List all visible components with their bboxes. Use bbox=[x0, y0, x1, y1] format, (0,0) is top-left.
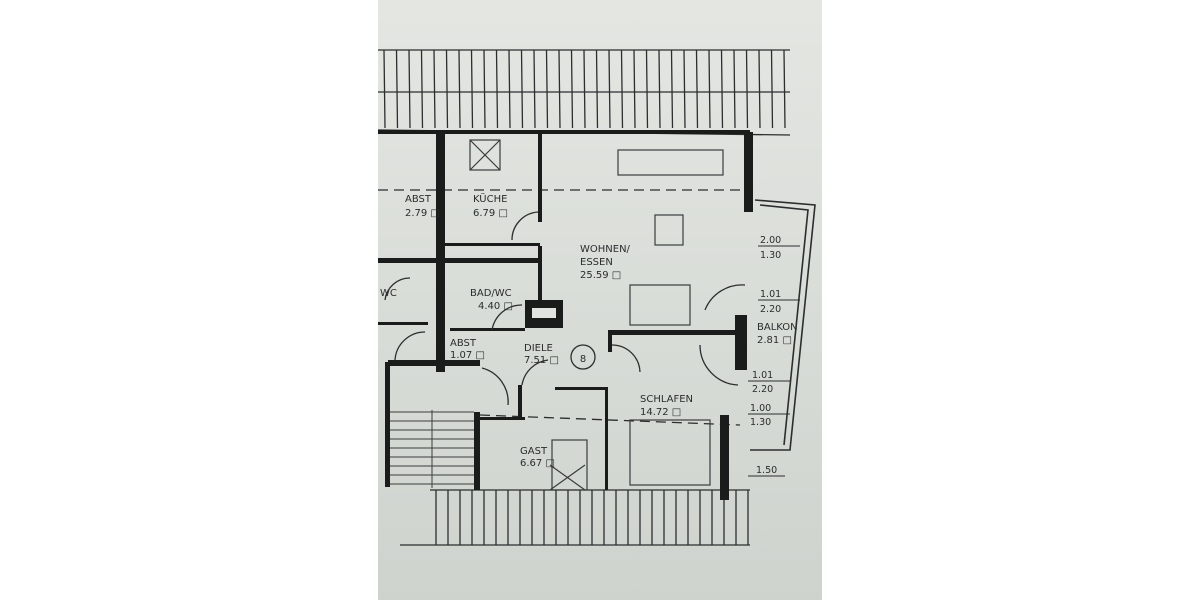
unit-number: 8 bbox=[580, 354, 586, 365]
unit-number-marker: 8 bbox=[570, 344, 596, 370]
room-wohnen-area: 25.59 □ bbox=[580, 270, 621, 281]
dim-balcony-depth: 1.50 bbox=[756, 465, 777, 476]
dimension-labels bbox=[748, 245, 800, 477]
room-balkon-area: 2.81 □ bbox=[757, 335, 792, 346]
dim-window-1-height: 1.30 bbox=[760, 250, 781, 261]
room-diele-area: 7.51 □ bbox=[524, 355, 559, 366]
room-wc-name: WC bbox=[380, 288, 397, 299]
dim-door-2-width: 1.01 bbox=[752, 370, 773, 381]
dim-door-1-width: 1.01 bbox=[760, 289, 781, 300]
room-diele-name: DIELE bbox=[524, 343, 553, 354]
room-schlafen-name: SCHLAFEN bbox=[640, 394, 693, 405]
roof-hatching-bottom bbox=[400, 489, 750, 546]
walls bbox=[378, 130, 753, 500]
room-abst-2-name: ABST bbox=[450, 338, 477, 349]
roof-hatching-top bbox=[377, 49, 791, 136]
room-kueche-name: KÜCHE bbox=[473, 192, 507, 205]
dim-door-2-height: 2.20 bbox=[752, 384, 773, 395]
dim-window-1-width: 2.00 bbox=[760, 235, 781, 246]
stairs bbox=[390, 410, 474, 488]
room-gast-area: 6.67 □ bbox=[520, 458, 555, 469]
dim-window-2-width: 1.00 bbox=[750, 403, 771, 414]
room-wohnen-name: WOHNEN/ bbox=[580, 244, 631, 255]
room-abst-1-name: ABST bbox=[405, 194, 432, 205]
room-gast-name: GAST bbox=[520, 446, 548, 457]
balcony-outline bbox=[750, 199, 816, 451]
room-bad-name: BAD/WC bbox=[470, 288, 512, 299]
room-balkon-name: BALKON bbox=[757, 322, 798, 333]
room-labels: ABST 2.79 □ KÜCHE 6.79 □ WOHNEN/ ESSEN 2… bbox=[380, 192, 798, 469]
furniture bbox=[469, 139, 724, 491]
room-schlafen-area: 14.72 □ bbox=[640, 407, 681, 418]
room-kueche-area: 6.79 □ bbox=[473, 208, 508, 219]
door-swings bbox=[384, 211, 746, 406]
room-essen-name: ESSEN bbox=[580, 257, 613, 268]
dim-door-1-height: 2.20 bbox=[760, 304, 781, 315]
room-bad-area: 4.40 □ bbox=[478, 301, 513, 312]
dim-window-2-height: 1.30 bbox=[750, 417, 771, 428]
chimney-opening bbox=[532, 308, 556, 318]
dashed-roof-line bbox=[378, 189, 750, 426]
room-abst-1-area: 2.79 □ bbox=[405, 208, 440, 219]
room-abst-2-area: 1.07 □ bbox=[450, 350, 485, 361]
